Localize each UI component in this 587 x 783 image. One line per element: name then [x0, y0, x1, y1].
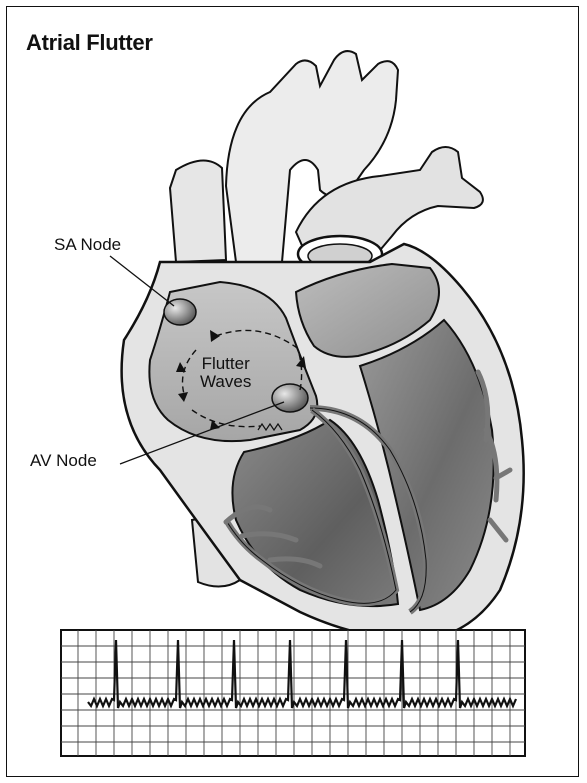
flutter-label-line2: Waves: [200, 373, 251, 391]
ecg-strip: [61, 630, 525, 756]
av-node: [272, 384, 308, 412]
superior-vena-cava: [170, 160, 226, 262]
av-node-label: AV Node: [30, 452, 97, 470]
sa-node: [164, 299, 196, 325]
flutter-label-line1: Flutter: [200, 355, 251, 373]
sa-node-label: SA Node: [54, 236, 121, 254]
flutter-waves-label: Flutter Waves: [200, 355, 251, 391]
page-title: Atrial Flutter: [26, 30, 153, 56]
